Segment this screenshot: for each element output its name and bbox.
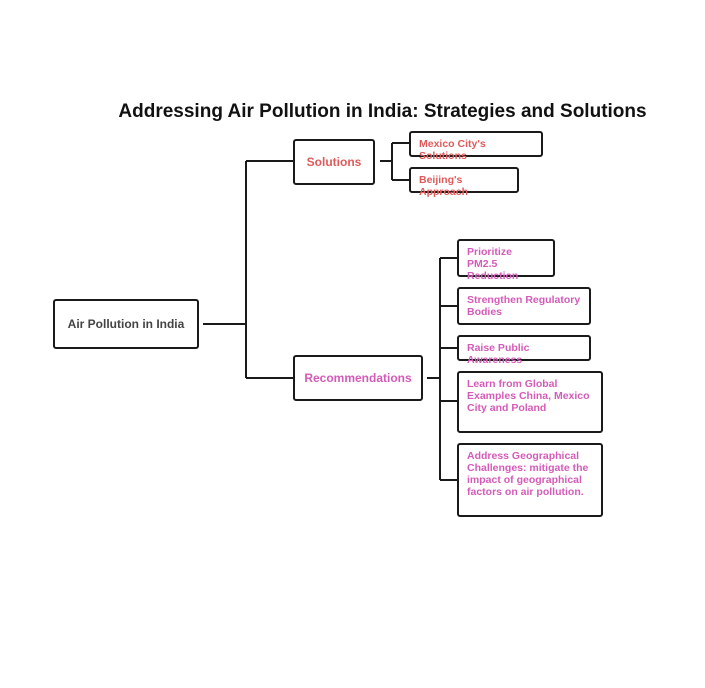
branch-node-recommendations[interactable]: Recommendations — [293, 355, 423, 401]
leaf-node-label: Learn from Global Examples China, Mexico… — [467, 378, 590, 414]
leaf-node-label: Beijing's Approach — [419, 174, 469, 198]
leaf-node-label: Raise Public Awareness — [467, 342, 530, 366]
leaf-node-label: Address Geographical Challenges: mitigat… — [467, 450, 589, 498]
leaf-node-mexico-city-solutions[interactable]: Mexico City's Solutions — [409, 131, 543, 162]
leaf-node-label: Prioritize PM2.5 Reduction — [467, 246, 519, 282]
leaf-node-label: Mexico City's Solutions — [419, 138, 486, 162]
root-node-label: Air Pollution in India — [67, 317, 185, 331]
leaf-node-beijing-approach[interactable]: Beijing's Approach — [409, 167, 519, 198]
diagram-title: Addressing Air Pollution in India: Strat… — [118, 101, 647, 122]
leaf-node-label: Strengthen Regulatory Bodies — [467, 294, 581, 318]
leaf-node-learn-global-examples[interactable]: Learn from Global Examples China, Mexico… — [457, 371, 603, 433]
root-node-air-pollution[interactable]: Air Pollution in India — [53, 299, 199, 349]
leaf-node-prioritize-pm25[interactable]: Prioritize PM2.5 Reduction — [457, 239, 555, 282]
branch-node-solutions[interactable]: Solutions — [293, 139, 375, 185]
branch-node-label: Recommendations — [304, 371, 412, 385]
leaf-node-strengthen-regulatory[interactable]: Strengthen Regulatory Bodies — [457, 287, 591, 325]
leaf-node-raise-awareness[interactable]: Raise Public Awareness — [457, 335, 591, 366]
branch-node-label: Solutions — [306, 155, 362, 169]
leaf-node-address-geographical[interactable]: Address Geographical Challenges: mitigat… — [457, 443, 603, 517]
